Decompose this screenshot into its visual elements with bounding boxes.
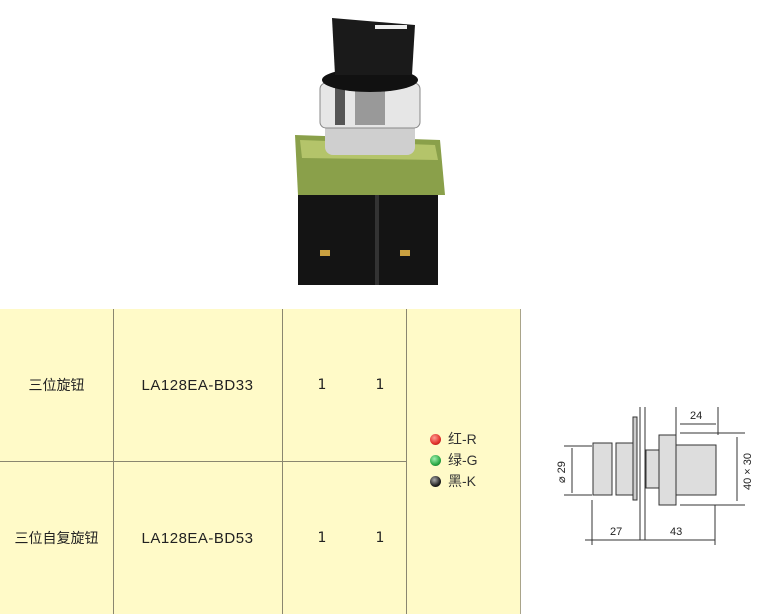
table-row-no: 1 — [317, 377, 327, 393]
table-row-name: 三位旋钮 — [28, 378, 85, 394]
dimension-front-label: 27 — [610, 526, 622, 538]
color-option-red: 红-R — [430, 429, 478, 450]
green-dot-icon — [430, 455, 441, 466]
color-option-black: 黑-K — [430, 471, 478, 492]
red-dot-icon — [430, 434, 441, 445]
table-row-nc: 1 — [375, 377, 385, 393]
spec-table: 三位旋钮 LA128EA-BD33 1 1 三位自复旋钮 LA128EA-BD5… — [0, 309, 521, 614]
dimension-back-label: 43 — [670, 526, 682, 538]
color-label: 红-R — [448, 431, 477, 447]
color-options: 红-R 绿-G 黑-K — [430, 429, 478, 492]
table-row-model: LA128EA-BD53 — [141, 529, 254, 547]
rotary-switch-product-photo — [295, 18, 445, 285]
color-option-green: 绿-G — [430, 450, 478, 471]
table-row-nc: 1 — [375, 530, 385, 546]
color-label: 黑-K — [448, 473, 476, 489]
table-row-name: 三位自复旋钮 — [14, 531, 99, 547]
dimension-width-label: 24 — [690, 410, 702, 422]
table-row-no: 1 — [317, 530, 327, 546]
dimension-drawing: 24 ⌀ 29 40 × 30 27 43 — [556, 407, 754, 545]
dimension-diameter-label: ⌀ 29 — [556, 461, 568, 483]
table-row-model: LA128EA-BD33 — [141, 376, 254, 394]
color-label: 绿-G — [448, 452, 478, 468]
dimension-size-label: 40 × 30 — [742, 453, 754, 490]
black-dot-icon — [430, 476, 441, 487]
